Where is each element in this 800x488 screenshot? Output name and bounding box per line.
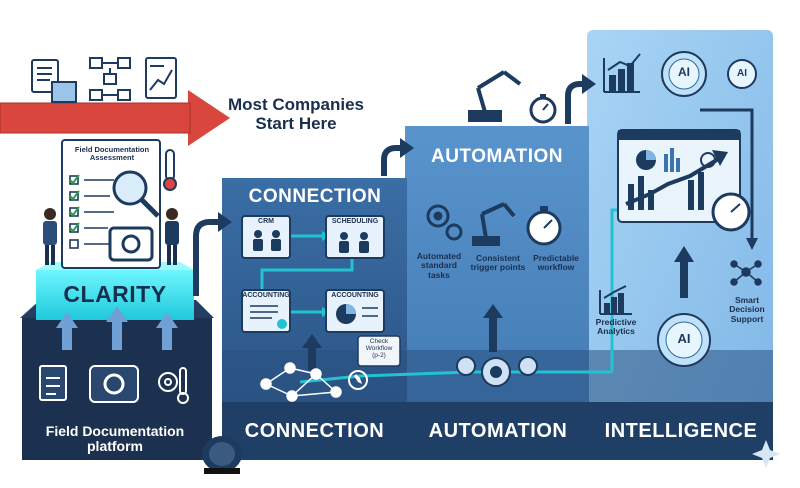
automation-item-3-line2: workflow [537, 262, 575, 273]
clarity-title: CLARITY [63, 281, 167, 307]
smart-decision-label: Smart Decision Support [724, 295, 770, 324]
trend-chart-top-icon [603, 53, 641, 93]
gear-cluster-icon [456, 356, 538, 387]
dashboard-icon [617, 129, 741, 223]
stopwatch-top-icon [529, 94, 557, 124]
automation-item-2-line1: Consistent [476, 253, 520, 263]
box-label-accounting-left: ACCOUNTING [242, 292, 290, 299]
phone-icon [348, 370, 368, 390]
assessment-title-line1: Field Documentation [74, 145, 150, 154]
predictive-line1: Predictive [595, 317, 637, 327]
stopwatch-intel-icon [711, 192, 751, 232]
sparkle-icon [752, 440, 780, 468]
person-right-icon [165, 208, 179, 265]
gears-icon [426, 204, 463, 241]
stopwatch-icon [526, 206, 562, 246]
connection-bottom-label: CONNECTION [244, 420, 385, 442]
automation-bottom-label: AUTOMATION [428, 420, 568, 442]
box-label-accounting-right: ACCOUNTING [331, 292, 379, 299]
air-mover-icon [202, 436, 242, 474]
headline: Most Companies Start Here [226, 95, 366, 133]
automation-item-3: Predictable workflow [526, 253, 586, 273]
invoice-icon [250, 305, 287, 329]
automation-item-1-line2: standard [421, 260, 457, 271]
automation-item-3-line1: Predictable [533, 253, 579, 263]
ai-brain-icon [657, 313, 711, 367]
magnifier-icon [112, 170, 160, 218]
ai-label-center: AI [677, 331, 691, 346]
automation-item-2-line2: trigger points [470, 262, 526, 273]
smart-line1: Smart [734, 295, 760, 305]
callout-bubble [357, 335, 401, 367]
box-label-scheduling: SCHEDULING [331, 218, 379, 225]
ai-brain-top-icon [661, 51, 707, 97]
meeting-people-icon [253, 230, 281, 251]
decision-network-icon [730, 260, 762, 286]
predictive-line2: Analytics [597, 326, 635, 337]
person-left-icon [43, 208, 57, 265]
headline-line2: Start Here [255, 113, 337, 133]
ai-label-top: AI [678, 65, 690, 79]
smart-line3: Support [730, 313, 764, 324]
network-icon [260, 362, 342, 402]
intelligence-bottom-label: INTELLIGENCE [604, 420, 758, 442]
bottom-band [222, 402, 773, 460]
camera-base-icon [89, 365, 139, 403]
callout-line1: Check [369, 338, 389, 345]
platform-label: Field Documentation platform [22, 423, 208, 455]
camera-icon [108, 226, 154, 262]
documents-box-icon [31, 59, 77, 103]
pie-report-icon [336, 304, 378, 324]
gear-thermometer-icon [158, 367, 189, 404]
thermometer-icon [163, 149, 177, 191]
box-label-crm: CRM [258, 218, 274, 225]
headline-line1: Most Companies [227, 95, 365, 114]
automation-item-1: Automated standard tasks [410, 251, 468, 280]
smart-line2: Decision [729, 304, 765, 315]
robot-arm-icon [472, 202, 516, 246]
clipboard-icon [39, 365, 67, 401]
red-arrow-head [188, 90, 230, 146]
callout-line3: (p-2) [372, 352, 386, 360]
callout-text: Check Workflow (p-2) [358, 338, 400, 359]
ai-chip-icon [727, 59, 757, 89]
platform-label-line2: platform [87, 438, 143, 455]
flowchart-icon [89, 57, 131, 101]
automation-item-2: Consistent trigger points [466, 253, 530, 273]
predictive-chart-icon [599, 285, 632, 315]
assessment-title-line2: Assessment [89, 153, 135, 163]
platform-label-line1: Field Documentation [45, 423, 185, 439]
connection-title: CONNECTION [248, 186, 382, 207]
predictive-analytics-label: Predictive Analytics [588, 317, 644, 337]
calendar-people-icon [339, 232, 369, 253]
report-chart-icon [145, 57, 177, 99]
assessment-title: Field Documentation Assessment [60, 145, 164, 163]
robot-arm-top-icon [468, 70, 522, 122]
automation-item-1-line1: Automated [416, 251, 462, 261]
ai-label-chip: AI [737, 68, 747, 79]
red-arrow-body [0, 103, 190, 133]
callout-line2: Workflow [365, 345, 393, 353]
automation-item-1-line3: tasks [428, 269, 450, 280]
automation-title: AUTOMATION [430, 146, 563, 167]
